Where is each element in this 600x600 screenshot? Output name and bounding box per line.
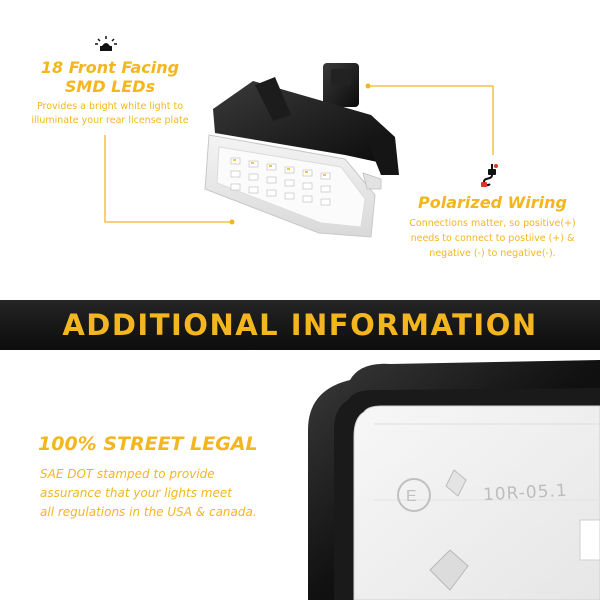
smd-leds-title-line2: SMD LEDs: [64, 77, 156, 96]
smd-leds-description: Provides a bright white light to illumin…: [10, 100, 210, 128]
polarized-wiring-feature: Polarized Wiring Connections matter, so …: [400, 193, 585, 261]
polarized-wiring-description: Connections matter, so positive(+) needs…: [400, 216, 585, 261]
wiring-desc-line2: needs to connect to postiive (+) &: [410, 233, 575, 244]
legal-desc-line2: assurance that your lights meet: [40, 486, 232, 500]
e-mark-circle: [397, 478, 431, 512]
wiring-desc-line1: Connections matter, so positive(+): [409, 218, 576, 229]
license-plate-lamp-image: [204, 63, 399, 238]
street-legal-section: E 10R-05.1 100% STREET LEGAL SAE DOT sta…: [0, 350, 600, 600]
legal-desc-line1: SAE DOT stamped to provide: [40, 467, 215, 481]
smd-leds-feature: 18 Front Facing SMD LEDs Provides a brig…: [10, 58, 210, 128]
smd-leds-title-line1: 18 Front Facing: [40, 58, 180, 77]
polarized-wiring-title: Polarized Wiring: [418, 193, 567, 212]
led-light-icon: [95, 36, 117, 51]
legal-desc-line3: all regulations in the USA & canada.: [40, 505, 257, 519]
wiring-plug-icon: [481, 164, 498, 187]
banner-title: ADDITIONAL INFORMATION: [62, 308, 538, 342]
additional-information-banner: ADDITIONAL INFORMATION: [0, 300, 600, 350]
street-legal-description: SAE DOT stamped to provide assurance tha…: [40, 465, 290, 522]
wiring-desc-line3: negative (-) to negative(-).: [429, 248, 556, 259]
street-legal-title: 100% STREET LEGAL: [38, 433, 258, 455]
lamp-closeup-image: E: [308, 360, 600, 600]
svg-text:E: E: [406, 488, 417, 505]
smd-desc-line2: illuminate your rear license plate: [31, 115, 189, 126]
smd-desc-line1: Provides a bright white light to: [36, 101, 184, 112]
